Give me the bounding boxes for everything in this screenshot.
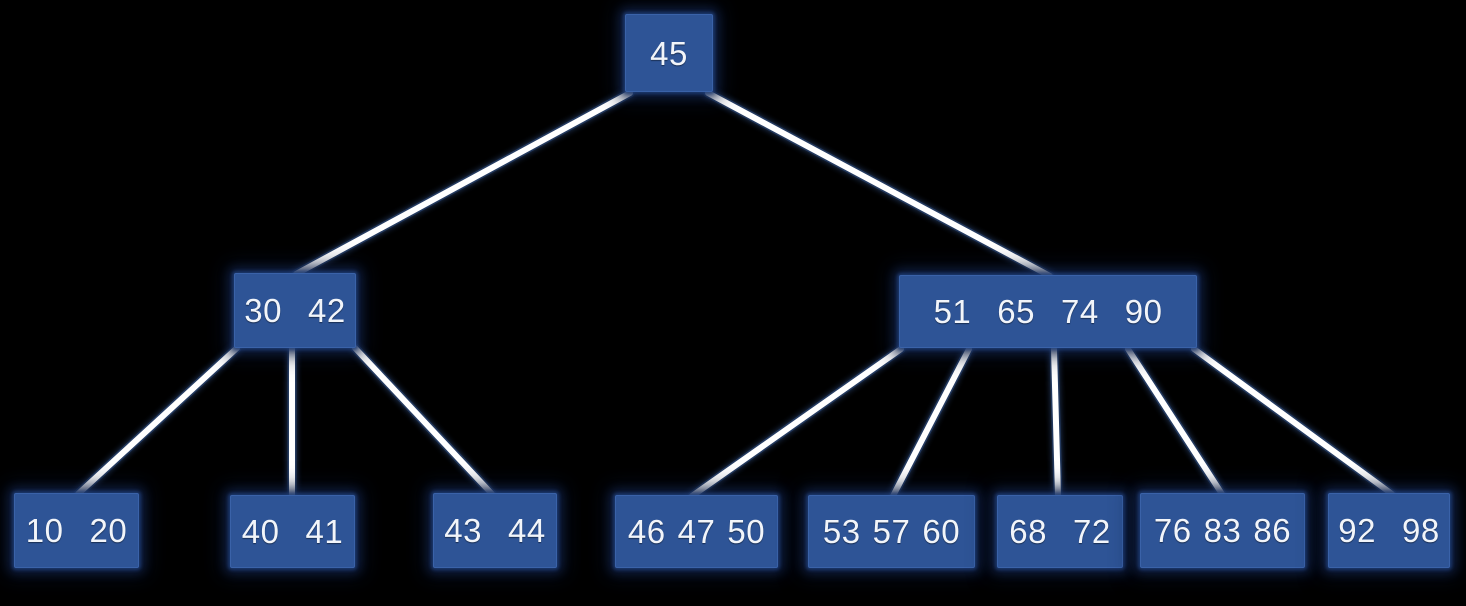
key-cell: 51 [933,293,972,330]
edge-root-left [296,93,630,274]
node-keys-leaf-1: 10 20 [15,494,138,567]
node-leaf-2[interactable]: 40 41 [230,495,355,568]
node-leaf-3[interactable]: 43 44 [433,493,557,568]
key-cell: 46 [627,513,666,550]
node-keys-leaf-4: 46 47 50 [616,496,777,567]
key-cell: 65 [997,293,1035,330]
key-cell: 10 [25,512,64,549]
key-cell: 92 [1338,512,1376,549]
edge-ir-leaf6 [1054,349,1058,496]
key-cell: 57 [872,513,911,550]
edge-il-leaf1 [78,348,237,494]
key-cell: 44 [508,512,546,549]
key-cell: 76 [1153,512,1192,549]
node-internal-left[interactable]: 30 42 [234,273,356,348]
key-cell: 20 [89,512,128,549]
key-cell: 90 [1124,293,1163,330]
key-cell: 68 [1009,513,1047,550]
key-cell: 98 [1402,512,1440,549]
edge-root-right [708,93,1050,276]
node-internal-right[interactable]: 51 65 74 90 [899,275,1197,348]
node-leaf-4[interactable]: 46 47 50 [615,495,778,568]
node-root[interactable]: 45 [625,14,713,92]
node-keys-leaf-2: 40 41 [231,496,354,567]
key-cell: 41 [305,513,344,550]
key-cell: 53 [822,513,861,550]
key-cell: 83 [1203,512,1242,549]
node-keys-internal-left: 30 42 [235,274,355,347]
node-keys-leaf-5: 53 57 60 [809,496,974,567]
key-cell: 60 [922,513,961,550]
edge-ir-leaf7 [1128,349,1222,494]
node-leaf-8[interactable]: 92 98 [1328,493,1450,568]
edge-ir-leaf8 [1194,349,1392,494]
node-leaf-7[interactable]: 76 83 86 [1140,493,1305,568]
key-cell: 40 [241,513,280,550]
node-keys-leaf-3: 43 44 [434,494,556,567]
node-keys-leaf-7: 76 83 86 [1141,494,1304,567]
key-cell: 30 [244,292,282,329]
node-keys-leaf-6: 68 72 [998,496,1122,567]
node-leaf-5[interactable]: 53 57 60 [808,495,975,568]
key-cell: 74 [1061,293,1099,330]
node-keys-root: 45 [626,15,712,91]
key-cell: 42 [308,292,346,329]
key-cell: 50 [727,513,766,550]
key-cell: 86 [1253,512,1292,549]
key-cell: 72 [1073,513,1111,550]
key-cell: 47 [677,513,716,550]
edge-ir-leaf5 [893,349,969,496]
node-leaf-1[interactable]: 10 20 [14,493,139,568]
node-keys-internal-right: 51 65 74 90 [900,276,1196,347]
node-keys-leaf-8: 92 98 [1329,494,1449,567]
node-leaf-6[interactable]: 68 72 [997,495,1123,568]
key-cell: 45 [650,34,688,72]
edge-il-leaf3 [355,348,492,494]
edge-ir-leaf4 [692,349,901,496]
key-cell: 43 [444,512,482,549]
